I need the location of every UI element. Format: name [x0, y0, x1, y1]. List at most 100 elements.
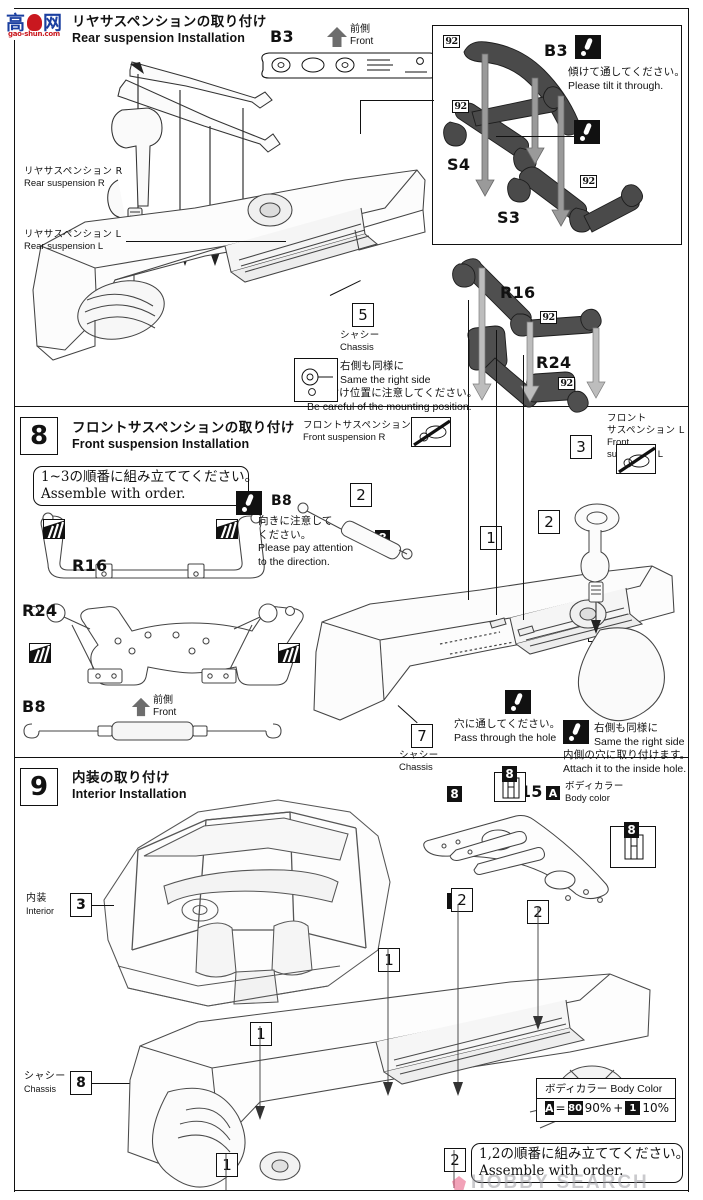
caution-icon-b8: [236, 491, 262, 515]
inset-part-label-s3: S3: [497, 208, 521, 227]
label-rear-suspension-l-en: Rear suspension L: [24, 240, 104, 252]
label-front-suspension-r: フロントサスペンション R Front suspension R: [303, 420, 421, 444]
step8-order-note-jp: 1~3の順番に組み立ててください。: [41, 469, 259, 485]
no-cement-icon: [618, 446, 655, 473]
note-inside-hole: 内側の穴に取り付けます。 Attach it to the inside hol…: [563, 749, 690, 776]
substep-number-2-step8: 2: [350, 483, 372, 507]
step9-assembly-arrows: [225, 904, 543, 1190]
note-same-right-side-step8: 右側も同様に Same the right side: [594, 722, 684, 749]
chassis-step-number-5: 5: [352, 303, 374, 327]
caution-icon-inset-2: [574, 120, 600, 144]
front-strut-drawing: [574, 503, 620, 634]
note-same-right-side-en: Same the right side: [340, 373, 431, 386]
label-front-suspension-l-jp1: フロント: [607, 413, 647, 424]
front-arrow-en-top: Front: [350, 36, 374, 47]
inset-part-label-s4: S4: [447, 155, 471, 174]
logo-url: gao-shun.com: [8, 30, 60, 38]
note-b8-direction-jp1: 向きに注意して: [258, 515, 333, 527]
caution-icon-inset-tilt: [575, 35, 601, 59]
leader-inset-1: [496, 136, 576, 137]
part-label-b8-callout: B8: [271, 493, 293, 509]
chassis-front-drawing-step8: [313, 565, 675, 722]
paint-stripe-icon-2: [217, 520, 237, 538]
sprue-drawing-b8: [23, 721, 282, 741]
label-rear-suspension-r-en: Rear suspension R: [24, 177, 105, 189]
chassis-label-step9-jp: シャシー: [24, 1071, 66, 1082]
body-color-tag: ボディカラー Body color: [565, 781, 624, 805]
leader-line-chassis8: [92, 1083, 136, 1084]
divider-step9: [14, 757, 689, 759]
inset-connector-line-v: [360, 100, 361, 134]
hobbysearch-text: HOBBY SEARCH: [471, 1172, 649, 1193]
label-rear-suspension-l-jp: リヤサスペンション L: [24, 229, 122, 240]
chassis-label-step9: シャシー Chassis: [24, 1071, 66, 1095]
paint-icon-left-r24: [29, 643, 51, 663]
label-rear-suspension-r-jp: リヤサスペンション R: [24, 166, 123, 177]
body-color-legend-title-jp: ボディカラー: [545, 1083, 608, 1095]
no-cement-icon-box-r: [411, 417, 451, 447]
step9-number: 9: [20, 768, 58, 806]
sprue-label-r24: R24: [22, 601, 58, 620]
step9-order-note-jp: 1,2の順番に組み立ててください。: [479, 1146, 690, 1162]
note-tilt-through: 傾けて通してください。 Please tilt it through.: [568, 66, 685, 93]
cement-chip-92-r16: 92: [540, 311, 557, 324]
part-label-b3-top: B3: [270, 27, 294, 46]
note-pass-through-hole-en: Pass through the hole: [454, 731, 557, 744]
chassis-label-step7: シャシー Chassis: [340, 330, 380, 354]
step9-order-note: 1,2の順番に組み立ててください。 Assemble with order.: [471, 1143, 690, 1184]
label-front-suspension-l-en1: Front: [607, 436, 630, 448]
paint-icon-right-r16: [216, 519, 238, 539]
note-same-right-side-step8-en: Same the right side: [594, 735, 685, 748]
note-inside-hole-jp: 内側の穴に取り付けます。: [563, 749, 691, 761]
label-interior-jp: 内装: [26, 893, 47, 904]
chip-8-s15-a: 8: [447, 786, 462, 802]
logo-right-char: 网: [42, 11, 62, 34]
leader-line-rear-l: [126, 241, 286, 242]
paint-icon-right-r24: [278, 643, 300, 663]
note-b8-direction-jp2: ください。: [258, 528, 312, 541]
rear-suspension-assembly-drawing: [107, 61, 281, 290]
logo-mark-icon: [26, 13, 42, 33]
part-label-r24: R24: [536, 353, 572, 372]
label-front-suspension-r-en: Front suspension R: [303, 431, 386, 443]
border-top: [14, 8, 689, 10]
b8-tie-rod-drawing: [297, 502, 413, 560]
step9-substep-1c: 1: [216, 1153, 238, 1177]
drop-line-1: [468, 300, 469, 600]
legend-paint1-pct: 90%: [584, 1101, 612, 1115]
sprue-label-r16: R16: [72, 556, 108, 575]
note-b8-direction-en2: to the direction.: [258, 555, 330, 568]
note-tilt-through-jp: 傾けて通してください。: [568, 66, 686, 78]
step7-title-jp: リヤサスペンションの取り付け: [72, 14, 267, 30]
body-color-legend-formula: A = 80 90% + 1 10%: [537, 1098, 675, 1117]
legend-paint2-code: 1: [625, 1101, 641, 1115]
substep-number-3: 3: [570, 435, 592, 459]
border-left: [14, 40, 16, 1192]
sprue-drawing-r24: [28, 603, 304, 686]
label-rear-suspension-r: リヤサスペンション R Rear suspension R: [24, 166, 123, 190]
legend-paint1-code: 80: [567, 1101, 583, 1115]
step9-title-jp: 内装の取り付け: [72, 770, 170, 786]
label-interior: 内装 Interior: [26, 893, 54, 917]
no-cement-icon-2: [413, 419, 450, 446]
note-pass-through-hole-jp: 穴に通してください。: [454, 718, 561, 730]
step9-substep-1b: 1: [378, 948, 400, 972]
step9-substep-2a: 2: [451, 888, 473, 912]
chassis-label-step7-jp: シャシー: [340, 330, 380, 341]
front-suspension-parts-drawing: [452, 258, 606, 413]
label-rear-suspension-l: リヤサスペンション L Rear suspension L: [24, 229, 121, 253]
body-color-legend-title-en: Body Color: [610, 1083, 663, 1095]
note-tilt-through-en: Please tilt it through.: [568, 79, 664, 92]
interior-body-drawing: [103, 799, 391, 1007]
chassis-label-step8-en: Chassis: [399, 761, 433, 773]
cement-chip-92-a: 92: [443, 35, 460, 48]
body-color-badge-a: A: [546, 786, 560, 800]
paint-stripe-icon-4: [279, 644, 299, 662]
part-drawing-s15: [423, 814, 609, 903]
legend-paint2-pct: 10%: [642, 1101, 669, 1115]
legend-plus: +: [613, 1101, 624, 1115]
note-mounting-position: 取り付け位置に注意してください。 Be careful of the mount…: [307, 387, 478, 414]
body-color-tag-en: Body color: [565, 792, 610, 804]
step9-title-en: Interior Installation: [72, 786, 187, 801]
